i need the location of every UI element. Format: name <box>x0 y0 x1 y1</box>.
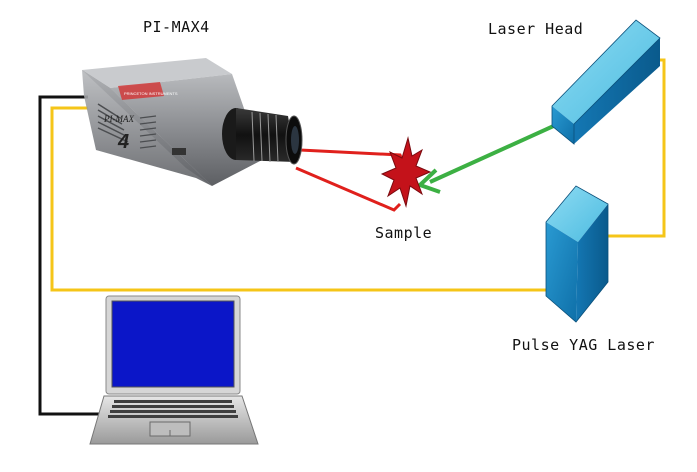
laptop-screen <box>111 300 235 388</box>
pulse-laser-box-icon <box>545 185 609 323</box>
laptop-base <box>89 395 259 445</box>
sync-cable-laser <box>606 58 666 238</box>
starburst-icon <box>380 136 432 208</box>
signal-light-lower <box>295 166 402 212</box>
optical-paths <box>295 122 559 212</box>
cables <box>38 58 666 416</box>
sample-label: Sample <box>375 224 433 242</box>
camera-brand-text: PRINCETON INSTRUMENTS <box>124 91 178 96</box>
laptop-keyboard <box>108 400 238 418</box>
laser-beam-arrowhead <box>418 168 441 194</box>
laser-head-label: Laser Head <box>488 20 584 38</box>
camera-icon: PRINCETON INSTRUMENTS PI-MAX 4 <box>82 58 303 186</box>
signal-light-upper <box>299 148 404 161</box>
laser-head-box-icon <box>551 19 661 145</box>
laser-beam <box>429 122 559 184</box>
sync-cable-camera <box>50 106 546 292</box>
camera-model-text: PI-MAX <box>103 114 134 124</box>
camera-number-text: 4 <box>117 131 129 153</box>
laptop-icon <box>89 295 259 445</box>
camera-label: PI-MAX4 <box>143 18 210 36</box>
data-cable <box>38 95 104 416</box>
pulse-laser-label: Pulse YAG Laser <box>512 336 655 354</box>
